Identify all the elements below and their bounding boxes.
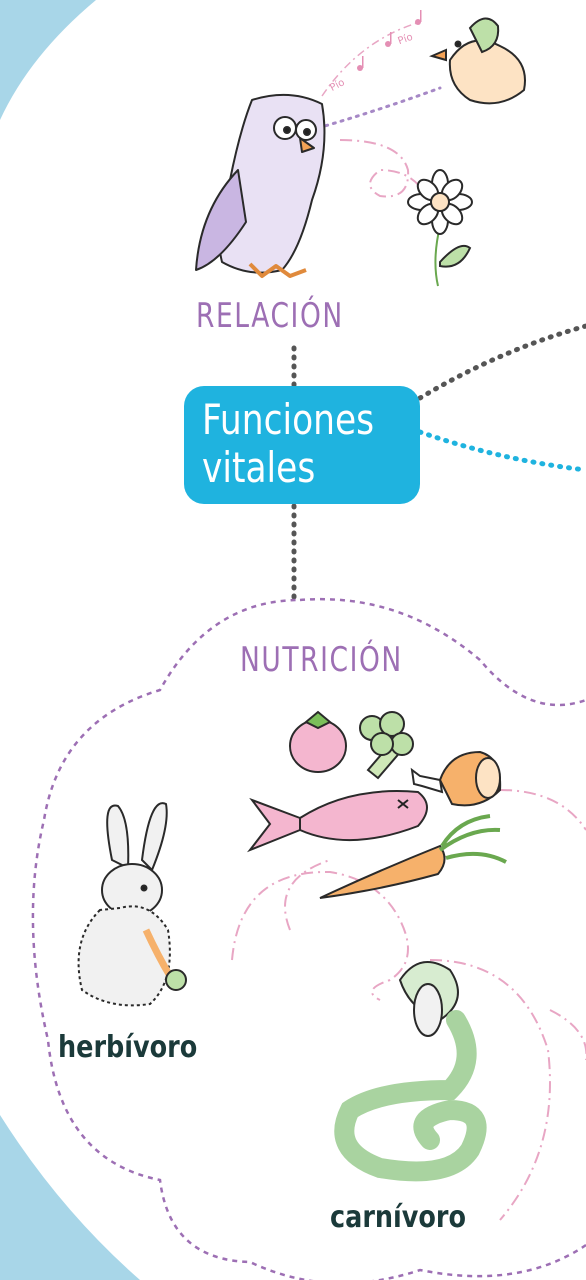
center-title-line1: Funciones — [202, 395, 375, 444]
ham-icon — [410, 750, 502, 807]
background-arc-top — [0, 0, 96, 120]
music-notes-icon — [357, 10, 422, 71]
connector-right-blue — [417, 429, 586, 473]
center-node: Funciones vitales — [184, 386, 420, 504]
herbivoro-label: herbívoro — [58, 1030, 198, 1065]
bird-icon — [429, 17, 526, 105]
rabbit-icon — [77, 802, 187, 1007]
nutricion-cloud — [31, 597, 586, 1280]
carrot-icon — [319, 814, 507, 899]
fish-icon — [246, 790, 428, 853]
flower-icon — [407, 169, 473, 287]
background-arc-bottom — [0, 1115, 140, 1280]
owl-icon — [195, 93, 326, 278]
connector-right-gray — [417, 323, 586, 401]
broccoli-icon — [359, 711, 414, 780]
song-trail — [316, 86, 442, 130]
nutricion-title: NUTRICIÓN — [240, 640, 403, 680]
decorative-swirls — [231, 139, 586, 1221]
center-title-line2: vitales — [202, 443, 316, 492]
snake-icon — [334, 961, 487, 1182]
relacion-title: RELACIÓN — [196, 296, 344, 336]
tomato-icon — [289, 710, 347, 773]
carnivoro-label: carnívoro — [330, 1200, 467, 1235]
